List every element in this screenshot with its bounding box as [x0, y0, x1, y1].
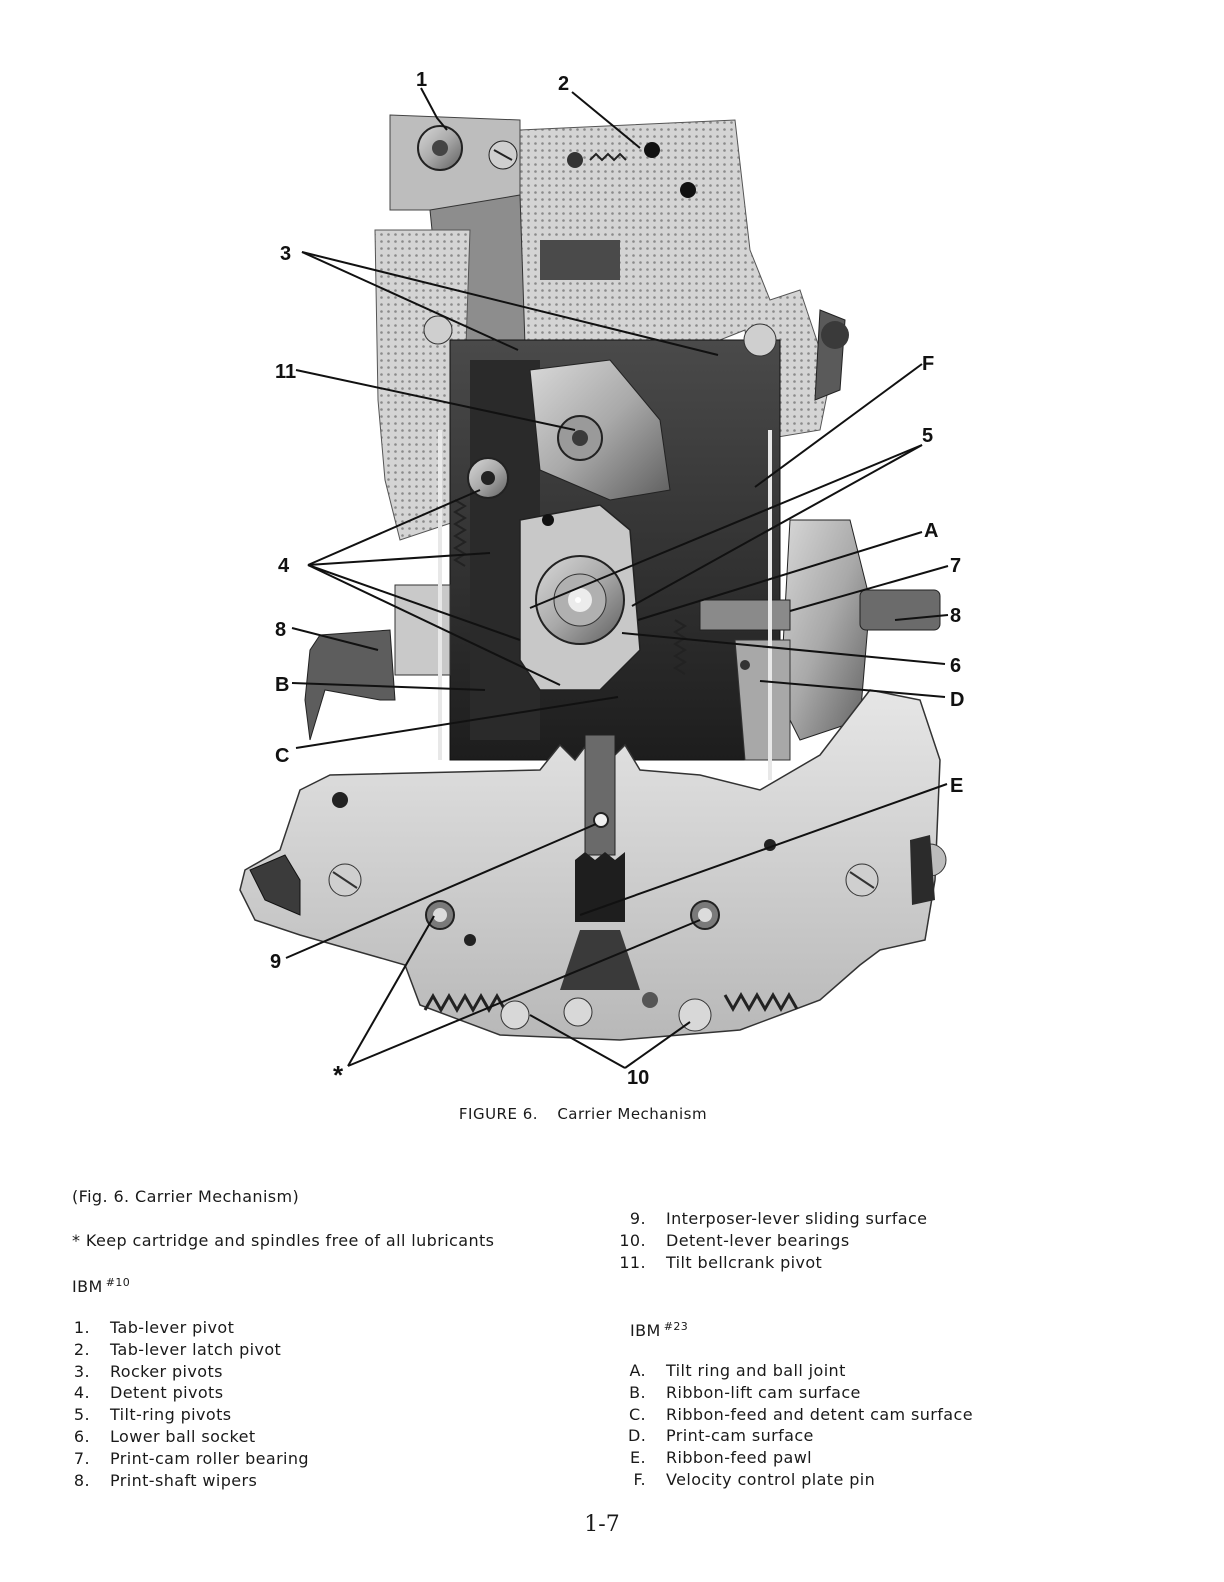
callout-E: E: [950, 775, 963, 797]
ibm23-heading: IBM#23: [630, 1316, 688, 1342]
callout-4: 4: [278, 555, 290, 577]
callout-C: C: [275, 745, 289, 767]
ibm10-list-continued: 9.Interposer-lever sliding surface 10.De…: [610, 1208, 927, 1273]
list-item: D.Print-cam surface: [628, 1426, 814, 1446]
list-item: 10.Detent-lever bearings: [619, 1230, 850, 1250]
callout-D: D: [950, 689, 964, 711]
callout-A: A: [924, 520, 938, 542]
callout-F: F: [922, 353, 934, 375]
callout-leaders: [285, 87, 949, 1069]
ibm10-heading-number: #10: [105, 1276, 131, 1289]
list-item: 8.Print-shaft wipers: [73, 1470, 258, 1490]
figure-caption: FIGURE 6. Carrier Mechanism: [0, 1105, 1166, 1123]
callout-6: 6: [950, 655, 961, 677]
list-item: 5.Tilt-ring pivots: [73, 1405, 232, 1425]
callout-10: 10: [627, 1067, 649, 1089]
callout-labels: 1 2 3 11 F 5 4 A 7 8 8 B 6 D C E 9 * 10: [270, 69, 964, 1090]
list-item: 6.Lower ball socket: [73, 1426, 256, 1446]
callout-1: 1: [416, 69, 427, 91]
callout-2: 2: [558, 73, 569, 95]
list-item: 11.Tilt bellcrank pivot: [619, 1252, 823, 1272]
figure-caption-title: Carrier Mechanism: [557, 1105, 708, 1123]
list-item: 4.Detent pivots: [73, 1383, 224, 1403]
lubricant-note: * Keep cartridge and spindles free of al…: [72, 1231, 495, 1250]
list-item: A.Tilt ring and ball joint: [629, 1361, 846, 1380]
ibm10-heading-label: IBM: [72, 1277, 103, 1296]
mechanism-photo: [239, 114, 947, 1041]
callout-9: 9: [270, 951, 281, 973]
ibm10-list: 1.Tab-lever pivot 2.Tab-lever latch pivo…: [72, 1317, 309, 1491]
list-item: E.Ribbon-feed pawl: [630, 1448, 813, 1468]
list-item: 1.Tab-lever pivot: [73, 1318, 235, 1337]
carrier-mechanism-figure: 1 2 3 11 F 5 4 A 7 8 8 B 6 D C E 9 * 10: [239, 69, 964, 1090]
page-number: 1-7: [584, 1512, 620, 1537]
list-item: 9.Interposer-lever sliding surface: [629, 1209, 928, 1228]
list-item: 2.Tab-lever latch pivot: [73, 1339, 282, 1359]
ibm23-heading-number: #23: [663, 1320, 689, 1333]
callout-11: 11: [275, 361, 296, 383]
callout-3: 3: [280, 243, 291, 265]
list-item: F.Velocity control plate pin: [633, 1469, 876, 1489]
list-item: 7.Print-cam roller bearing: [73, 1448, 309, 1468]
ibm23-list: A.Tilt ring and ball joint B.Ribbon-lift…: [628, 1360, 973, 1491]
figure-reference: (Fig. 6. Carrier Mechanism): [72, 1187, 300, 1206]
callout-5: 5: [922, 425, 933, 447]
callout-8-right: 8: [950, 605, 961, 627]
callout-B: B: [275, 674, 289, 696]
ibm10-heading: IBM#10: [72, 1272, 130, 1298]
callout-asterisk: *: [333, 1060, 344, 1090]
list-item: B.Ribbon-lift cam surface: [629, 1382, 861, 1402]
list-item: C.Ribbon-feed and detent cam surface: [628, 1404, 973, 1424]
ibm23-heading-label: IBM: [630, 1321, 661, 1340]
callout-8-left: 8: [275, 619, 286, 641]
list-item: 3.Rocker pivots: [73, 1361, 223, 1381]
figure-caption-number: FIGURE 6.: [458, 1105, 539, 1123]
callout-7: 7: [950, 555, 961, 577]
